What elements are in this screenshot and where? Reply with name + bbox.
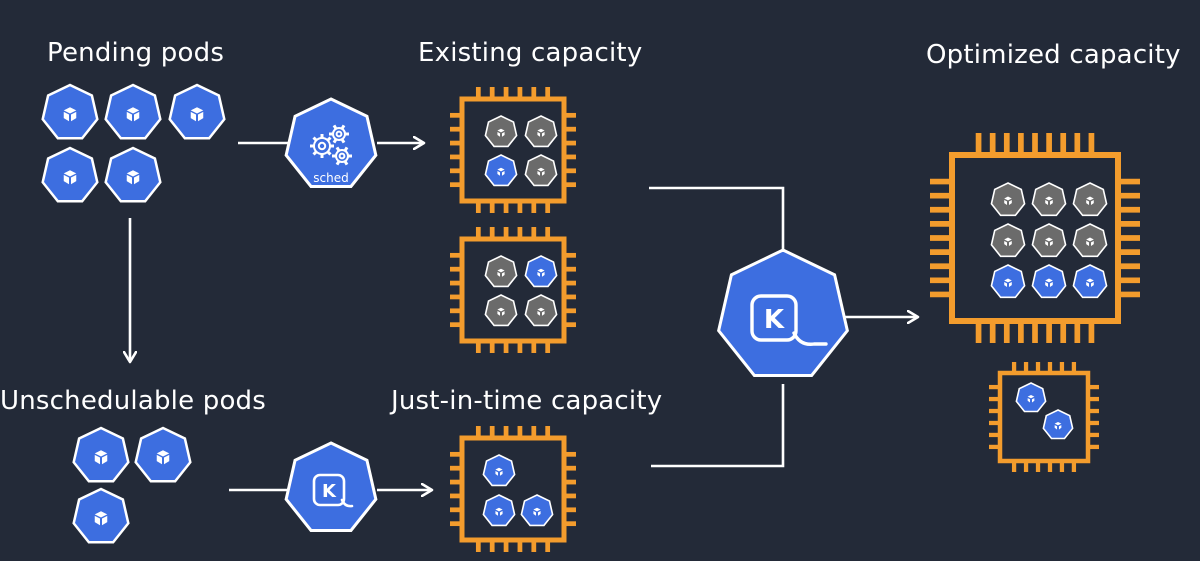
unschedulable-pod [72, 426, 130, 483]
jit-node [450, 426, 576, 552]
existing-pod [1031, 182, 1067, 217]
existing-node-2 [450, 227, 576, 353]
scheduler-label: sched [313, 171, 348, 185]
scheduler-icon: sched [284, 97, 378, 188]
existing-pod [484, 255, 518, 288]
nodes [450, 87, 1140, 552]
existing-pod [484, 294, 518, 327]
existing-pod [484, 115, 518, 148]
scheduled-pod [1042, 409, 1074, 440]
existing-pod [1031, 223, 1067, 258]
karpenter-provisioner-icon: K [284, 441, 378, 532]
optimized-node-large [930, 133, 1140, 343]
scheduled-pod [990, 264, 1026, 299]
pending-pod [41, 146, 99, 203]
existing-pod [524, 294, 558, 327]
existing-pod [1072, 182, 1108, 217]
line-existing-to-consolidator [649, 186, 785, 256]
karpenter-consolidator-letter: K [764, 305, 785, 335]
scheduled-pod [482, 454, 516, 487]
line-jit-to-consolidator [651, 384, 785, 468]
scheduled-pod [1072, 264, 1108, 299]
label-pending-pods: Pending pods [47, 38, 225, 68]
unschedulable-pod [72, 487, 130, 544]
scheduled-pod [482, 494, 516, 527]
existing-pod [990, 182, 1026, 217]
existing-pod [524, 115, 558, 148]
label-optimized-capacity: Optimized capacity [926, 40, 1181, 70]
connectors [130, 143, 918, 490]
label-existing-capacity: Existing capacity [418, 38, 643, 68]
pending-pod [104, 146, 162, 203]
scheduled-pod [524, 255, 558, 288]
scheduled-pod [1031, 264, 1067, 299]
label-just-in-time-capacity: Just-in-time capacity [391, 386, 663, 416]
pending-pod [168, 83, 226, 140]
label-unschedulable-pods: Unschedulable pods [0, 386, 267, 416]
optimized-node-small [989, 362, 1099, 472]
scheduled-pod [1015, 382, 1047, 413]
existing-node-1 [450, 87, 576, 213]
karpenter-consolidator-icon: K [717, 248, 849, 377]
scheduled-pod [484, 154, 518, 187]
pods [41, 83, 226, 544]
pending-pod [41, 83, 99, 140]
existing-pod [990, 223, 1026, 258]
pending-pod [104, 83, 162, 140]
existing-pod [524, 154, 558, 187]
unschedulable-pod [134, 426, 192, 483]
existing-pod [1072, 223, 1108, 258]
karpenter-provisioner-letter: K [322, 481, 337, 502]
scheduled-pod [520, 494, 554, 527]
